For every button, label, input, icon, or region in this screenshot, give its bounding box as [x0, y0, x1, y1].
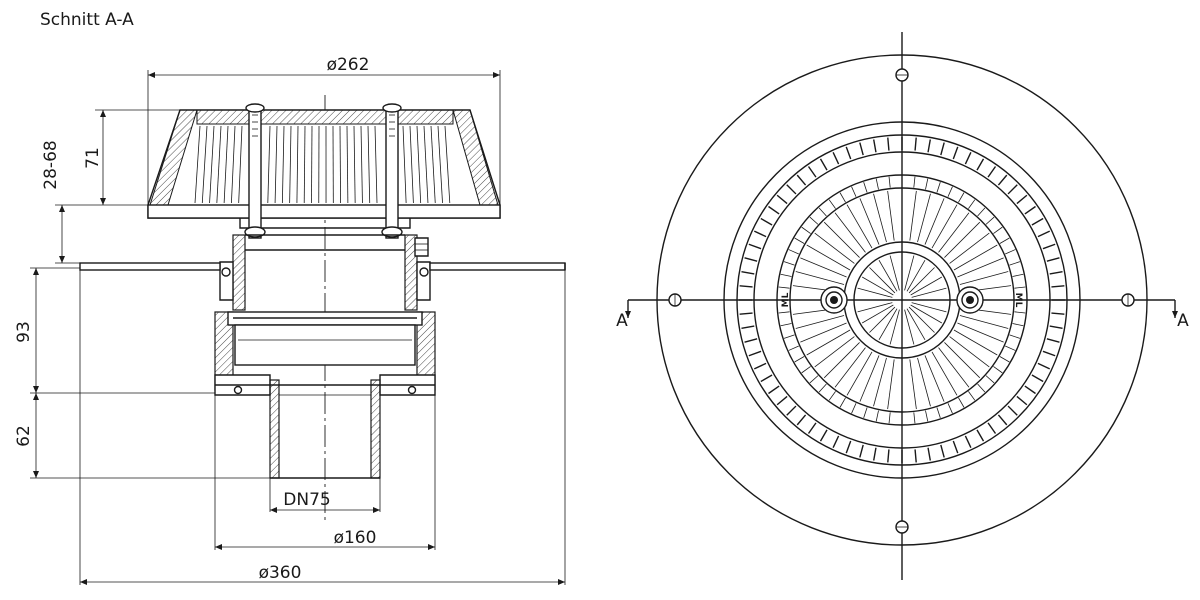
grate-cap	[147, 109, 501, 229]
dim-dn75: DN75	[283, 490, 330, 510]
section-label-left: A	[616, 311, 628, 331]
grate-screw-left	[820, 286, 848, 314]
drawing-title: Schnitt A-A	[40, 10, 134, 30]
drain-body	[214, 311, 436, 396]
mark-left: ML	[781, 292, 791, 307]
mounting-hole-left	[668, 293, 682, 307]
mounting-hole-right	[1121, 293, 1135, 307]
dim-height-62: 62	[14, 425, 34, 447]
dim-diameter-160: ø160	[334, 528, 377, 548]
flange	[79, 262, 566, 271]
plan-view: ML ML A A	[616, 32, 1189, 580]
dim-diameter-262: ø262	[327, 55, 370, 75]
inner-grate-ribs	[778, 176, 1026, 424]
grate-slats	[194, 125, 451, 204]
mark-right: ML	[1013, 293, 1023, 308]
section-view: ø262 71 28-68 93 62 DN75 ø160 ø360	[14, 55, 566, 585]
dim-height-93: 93	[14, 321, 34, 343]
outlet-pipe	[269, 379, 381, 479]
outer-grate-slots	[739, 137, 1065, 463]
dim-height-28-68: 28-68	[41, 140, 61, 189]
fixing-screw-right	[381, 103, 403, 239]
mounting-hole-bottom	[895, 520, 909, 534]
dim-diameter-360: ø360	[259, 563, 302, 583]
mounting-hole-top	[895, 68, 909, 82]
section-label-right: A	[1177, 311, 1189, 331]
fixing-screw-left	[244, 103, 266, 239]
grate-screw-right	[956, 286, 984, 314]
dim-height-71: 71	[83, 147, 103, 169]
riser-pipe	[219, 234, 431, 311]
